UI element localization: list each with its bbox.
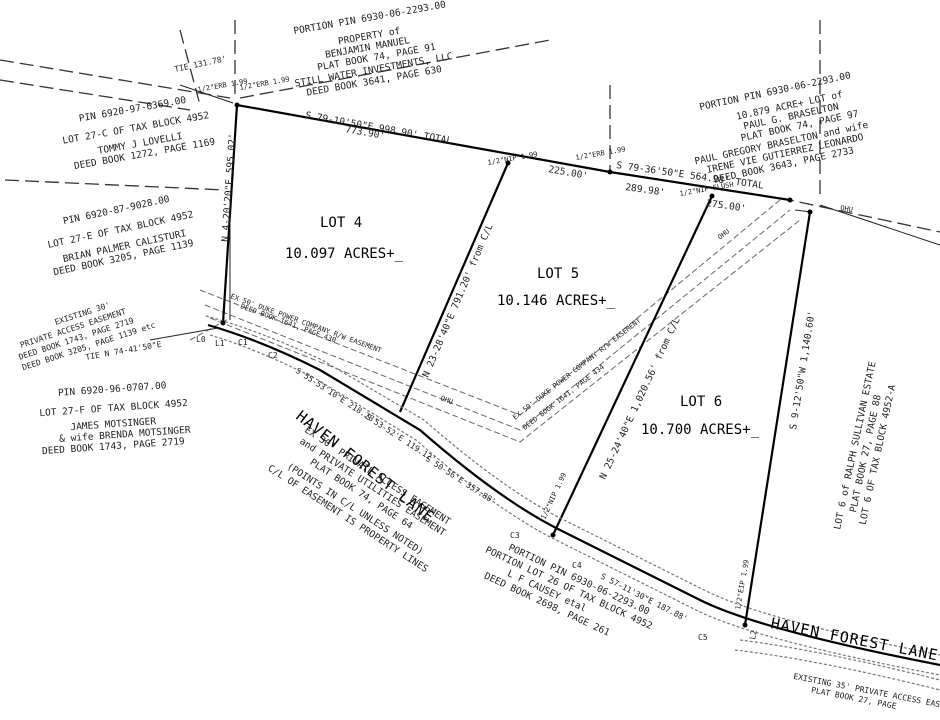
lot-6-acres: 10.700 ACRES+_ <box>641 422 760 438</box>
left-easement-block: EXISTING 30' PRIVATE ACCESS EASEMENT DEE… <box>18 300 157 372</box>
utility-label: OHU <box>716 227 731 241</box>
road-name-label-right: HAVEN FOREST LANE <box>769 614 940 664</box>
bottom-right-easement-block: EXISTING 35' PRIVATE ACCESS EAS PLAT BOO… <box>793 672 940 711</box>
bottom-left-owner-line: LOT 27-F OF TAX BLOCK 4952 <box>39 398 188 419</box>
line-label: L0 <box>196 335 206 344</box>
adjoiner-lines <box>0 20 940 233</box>
distance-right-top: 289.98' <box>625 182 666 198</box>
bottom-left-owner-block: PIN 6920-96-0707.00 LOT 27-F OF TAX BLOC… <box>39 380 191 457</box>
right-owner-block: PORTION PIN 6930-06-2293.00 10.879 ACRE+… <box>694 70 870 186</box>
utility-label: OHU <box>439 394 454 406</box>
lot-6-label: LOT 6 <box>680 394 722 410</box>
left-owner-block-2: PIN 6920-87-9028.00 LOT 27-E OF TAX BLOC… <box>47 194 195 279</box>
utility-label: OHU <box>840 204 854 214</box>
bottom-left-owner-line: PIN 6920-96-0707.00 <box>58 380 167 399</box>
tie-top-label: TIE 131.78' <box>174 54 228 74</box>
lot-4-acres: 10.097 ACRES+_ <box>285 246 404 262</box>
curve-label: C2 <box>268 351 278 360</box>
road-bearing-3: S 50-56'E 357.88' <box>424 454 498 506</box>
right-estate-block: LOT 6 of RALPH SULLIVAN ESTATE PLAT BOOK… <box>832 360 898 530</box>
pin-label: 1/2"NIP 1.99 <box>487 150 538 167</box>
line-label: L2 <box>748 629 759 640</box>
lot-4-label: LOT 4 <box>320 215 362 231</box>
easement-note-block: EX 30' PRIVATE ACCESS EASEMENT and PRIVA… <box>266 425 453 575</box>
corner-pins <box>220 102 813 628</box>
power-easement-label: DEED BOOK 1641, PAGE 430 <box>239 302 337 344</box>
bearing-lot4-5: N 23-28'40"E 791.20' from C/L <box>421 222 496 379</box>
haven-forest-lane-road <box>205 315 940 691</box>
bearing-top: S 79-10'50"E 998.90' TOTAL <box>304 110 453 147</box>
curve-label: C1 <box>238 338 248 347</box>
lot-5-acres: 10.146 ACRES+_ <box>497 293 616 309</box>
power-easement-label: EX 50' DUKE POWER COMPANY R/W EASEMENT <box>511 316 643 421</box>
tie-lines <box>149 84 940 341</box>
lot-5-label: LOT 5 <box>537 266 579 282</box>
bearing-west: N 4-20'20"E 595.02' <box>220 133 239 242</box>
curve-label: C5 <box>698 633 708 642</box>
curve-label: C3 <box>510 531 520 540</box>
distance-right-top-2: 275.00' <box>706 198 747 214</box>
left-owner-block: PIN 6920-97-6369.00 LOT 27-C OF TAX BLOC… <box>62 95 217 172</box>
top-owner-block: PORTION PIN 6930-06-2293.00 PROPERTY of … <box>293 0 454 99</box>
line-label: L1 <box>215 339 225 348</box>
curve-label: C4 <box>572 561 582 570</box>
